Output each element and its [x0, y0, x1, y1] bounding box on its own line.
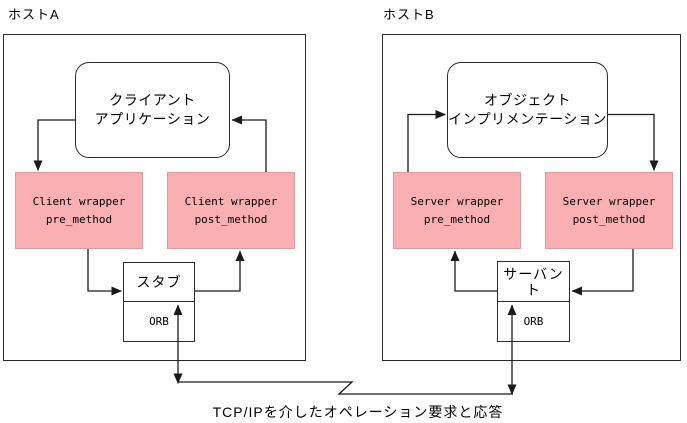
orb-a-label: ORB [149, 315, 169, 328]
object-implementation-box: オブジェクト インプリメンテーション [447, 62, 608, 158]
host-a-label: ホストA [8, 7, 60, 22]
stub-label: スタブ [136, 274, 182, 290]
server-wrapper-post-label-line2: post_method [572, 212, 646, 226]
client-wrapper-post-label-line1: Client wrapper [184, 194, 278, 208]
server-wrapper-post-label-line1: Server wrapper [562, 194, 656, 208]
stub-section: スタブ [124, 263, 194, 302]
client-wrapper-pre-method-box: Client wrapper pre_method [15, 172, 143, 249]
server-wrapper-post-method-box: Server wrapper post_method [545, 172, 673, 249]
client-application-label-line2: アプリケーション [94, 111, 211, 127]
host-a-box [3, 34, 306, 361]
host-b-box [382, 34, 681, 361]
server-wrapper-pre-method-box: Server wrapper pre_method [393, 172, 521, 249]
client-wrapper-post-label-line2: post_method [194, 212, 268, 226]
orb-b-section: ORB [498, 302, 569, 341]
object-implementation-label-line1: オブジェクト [484, 92, 571, 108]
client-wrapper-pre-label-line2: pre_method [45, 212, 113, 226]
orb-b-label: ORB [523, 315, 544, 328]
host-b-label: ホストB [383, 7, 435, 22]
stub-orb-box: スタブ ORB [123, 262, 195, 342]
object-implementation-label-line2: インプリメンテーション [448, 111, 607, 127]
servant-orb-box: サーバント ORB [497, 261, 570, 342]
orb-a-section: ORB [124, 302, 194, 341]
network-link-line [179, 381, 513, 395]
server-wrapper-pre-label-line2: pre_method [423, 212, 491, 226]
client-application-box: クライアント アプリケーション [75, 62, 230, 158]
client-wrapper-pre-label-line1: Client wrapper [32, 194, 126, 208]
tcpip-caption: TCP/IPを介したオペレーション要求と応答 [212, 404, 504, 420]
client-application-label-line1: クライアント [109, 92, 196, 108]
servant-section: サーバント [498, 262, 569, 302]
client-wrapper-post-method-box: Client wrapper post_method [167, 172, 295, 249]
server-wrapper-pre-label-line1: Server wrapper [410, 194, 504, 208]
servant-label: サーバント [503, 265, 564, 298]
